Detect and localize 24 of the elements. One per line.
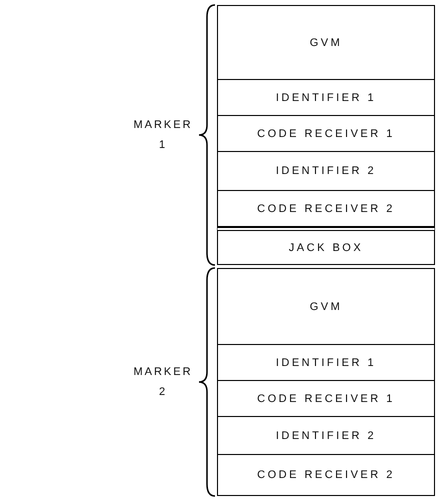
box-label: IDENTIFIER 1 (276, 356, 376, 368)
component-box (217, 80, 435, 116)
box-label: JACK BOX (288, 242, 364, 254)
box-label: GVM (310, 300, 342, 312)
box-label: CODE RECEIVER 1 (257, 128, 395, 140)
component-box (217, 116, 435, 152)
component-box (217, 227, 435, 265)
box-label: IDENTIFIER 2 (276, 165, 376, 177)
component-box (217, 455, 435, 496)
component-box (217, 191, 435, 227)
group-label: MARKER 2 (132, 365, 194, 400)
box-label: CODE RECEIVER 2 (257, 469, 395, 481)
group-label: MARKER 1 (132, 118, 194, 153)
box-label: GVM (310, 36, 342, 48)
box-label: IDENTIFIER 1 (276, 92, 376, 104)
component-box (217, 417, 435, 455)
component-box (217, 268, 435, 345)
component-box (217, 152, 435, 191)
component-box (217, 5, 435, 80)
box-label: IDENTIFIER 2 (276, 430, 376, 442)
component-box (217, 345, 435, 381)
box-label: CODE RECEIVER 1 (257, 392, 395, 404)
box-label: CODE RECEIVER 2 (257, 202, 395, 214)
component-box (217, 381, 435, 417)
